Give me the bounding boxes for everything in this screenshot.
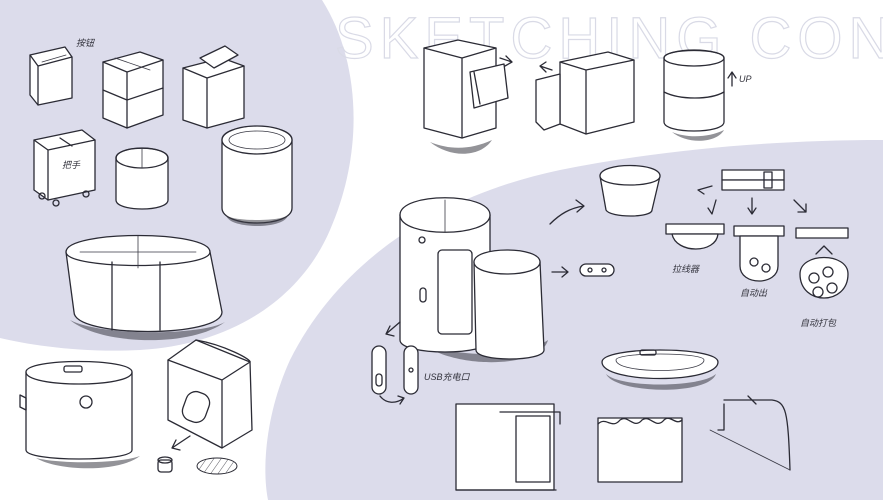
arrow-bag-left (697, 185, 713, 195)
sketch-bin-front-view (19, 360, 140, 469)
arrow-to-clip (551, 266, 569, 278)
sketch-bin-side-slide (535, 51, 635, 135)
annotation-bag-frame: 拉线器 (672, 264, 700, 274)
arrow-up-drawer (727, 71, 737, 87)
sketch-rim-detail (709, 395, 791, 471)
sketch-bin-small-a (29, 46, 73, 106)
annotation-usb-label: USB充电口 (424, 372, 471, 382)
annotation-lid-label: 按钮 (76, 38, 96, 48)
arrow-to-usb (385, 321, 401, 337)
sketch-bag-tray (721, 169, 785, 191)
sketch-bin-split-lid (102, 51, 164, 129)
arrow-bag-down (707, 199, 717, 215)
sketch-section-view (455, 403, 561, 491)
sketch-bin-large-chevron (65, 234, 225, 341)
arrow-down-left (171, 435, 191, 451)
sketch-bag-frame (665, 223, 725, 250)
sketch-clip-part (579, 263, 615, 277)
sketch-basket-insert (599, 164, 661, 217)
annotation-auto-pack: 自动打包 (800, 318, 837, 328)
sketch-plug-part (157, 456, 173, 473)
sketch-bag-packed (795, 227, 849, 299)
sketch-main-bin (399, 197, 548, 363)
arrow-bag-mid (747, 197, 757, 215)
sketch-bin-ribbed (221, 125, 293, 226)
sketch-bin-drawer-out (423, 39, 509, 154)
sketch-hatched-disc (196, 457, 238, 475)
sketch-bin-wheeled (33, 129, 96, 207)
sketch-bin-oval (115, 147, 169, 210)
sketch-usb-module (371, 345, 419, 395)
sketch-bin-open-lid (182, 45, 245, 129)
annotation-handle-label: 把手 (62, 160, 81, 170)
arrow-left-slide (539, 61, 553, 73)
arrow-usb-return (379, 395, 405, 405)
arrow-bag-right (793, 199, 807, 213)
background-blob-right (265, 140, 883, 500)
sketch-bag-dispense (733, 225, 785, 282)
arrow-right-drawer (499, 55, 513, 67)
arrow-to-basket (549, 199, 585, 225)
sketch-bag-liner (597, 417, 683, 483)
sketch-bin-tilted (167, 339, 253, 449)
sketch-bin-lid-ring (601, 349, 719, 390)
annotation-drawer-up: UP (739, 74, 752, 84)
sketch-bin-tall-up (663, 49, 725, 141)
annotation-auto-bag: 自动出 (740, 288, 768, 298)
